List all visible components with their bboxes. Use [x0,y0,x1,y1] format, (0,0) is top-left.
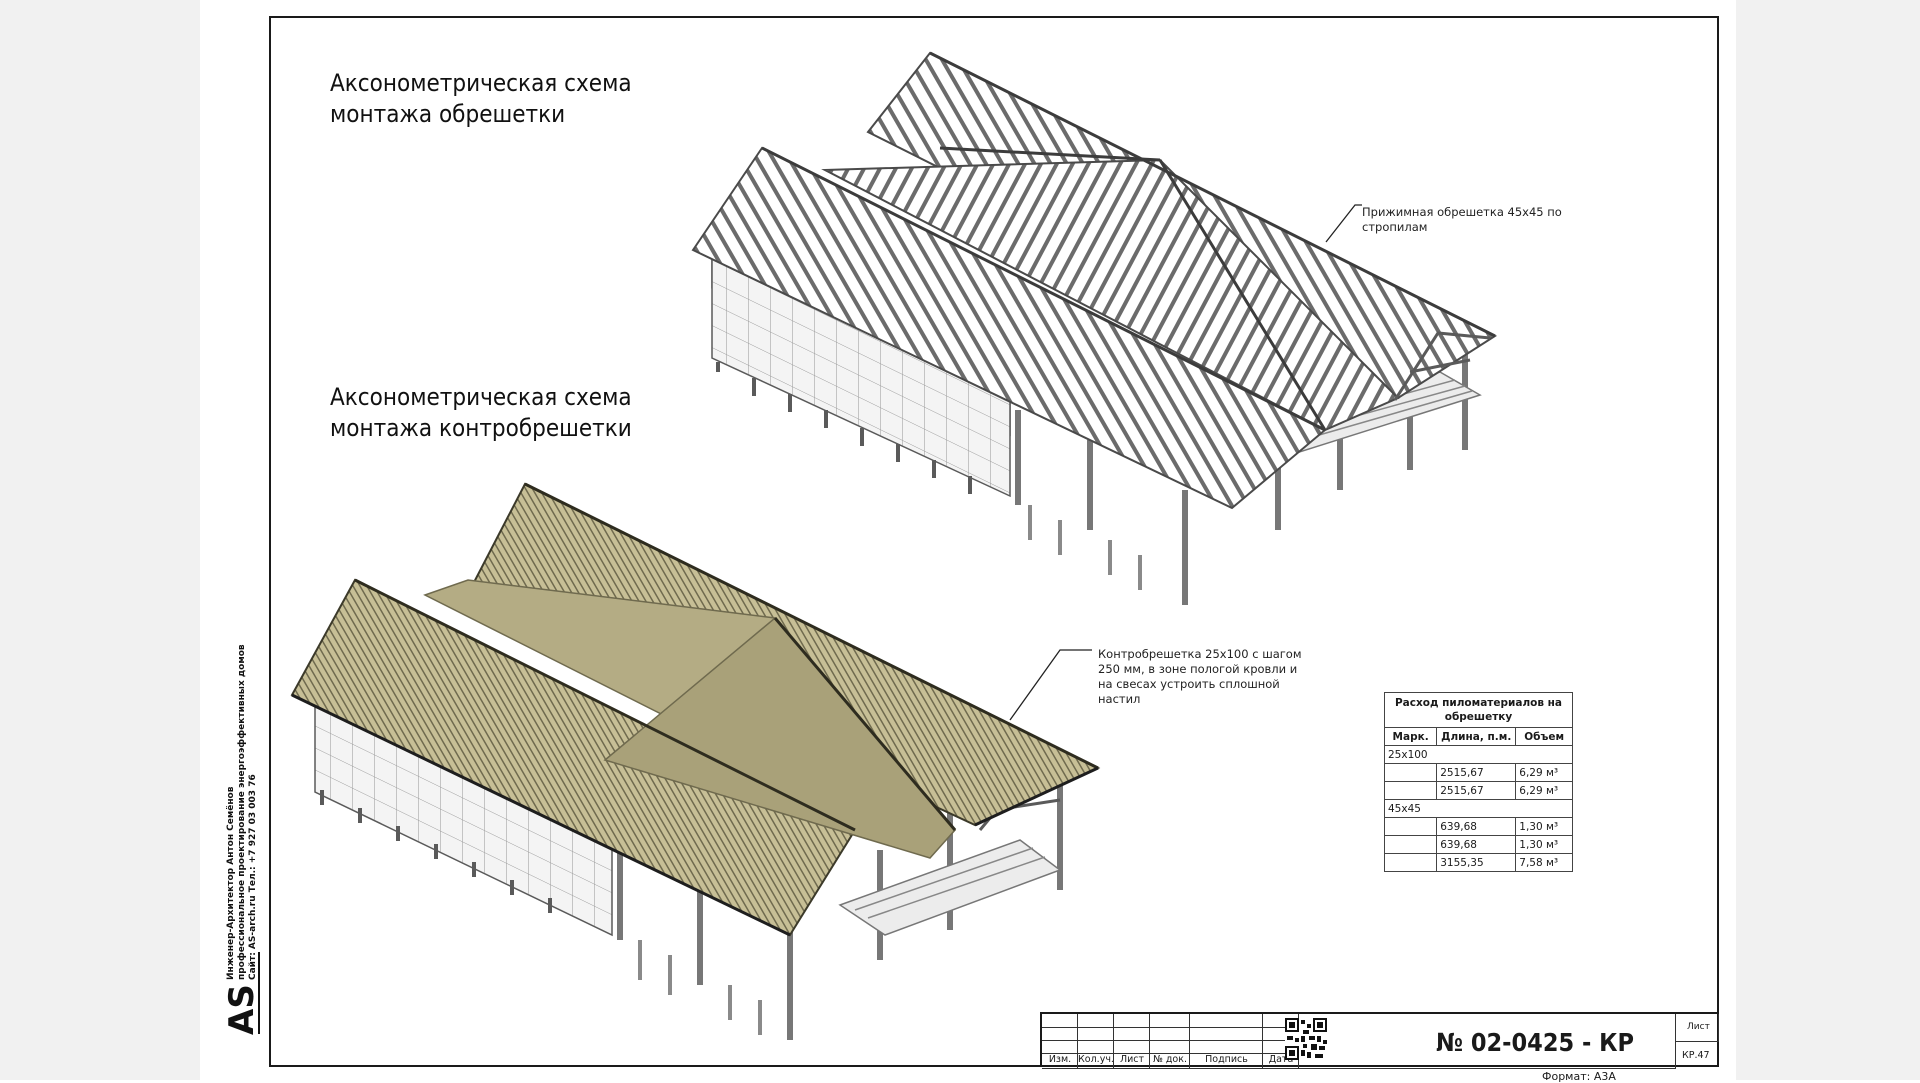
tb-cell [1299,1014,1676,1069]
author-info: Инженер-Архитектор Антон Семёнов професс… [226,644,259,980]
label-doc: № док. [1152,1054,1188,1065]
lathing-leader [1325,204,1362,243]
tb-cell [1042,1014,1078,1069]
header-length: Длина, п.м. [1436,727,1517,746]
counter-note-line4: настил [1098,692,1141,706]
counter-lathing-heading: Аксонометрическая схема монтажа контробр… [330,382,632,444]
lathing-heading-line2: монтажа обрешетки [330,100,566,128]
lathing-note-line2: стропилам [1362,220,1428,234]
qr-code-icon [1285,1018,1327,1060]
table-cell [1383,835,1438,854]
table-cell: 1,30 м³ [1515,817,1573,836]
table-cell: 3155,35 [1436,853,1517,872]
logo-rule [258,952,260,1034]
lathing-note-line1: Прижимная обрешетка 45х45 по [1362,205,1562,219]
table-row: 2515,67 6,29 м³ [1383,763,1573,782]
table-cell: 2515,67 [1436,763,1517,782]
as-logo: AS [222,984,262,1035]
tb-cell [1150,1014,1190,1069]
table-row: 639,68 1,30 м³ [1383,817,1573,836]
materials-table-title: Расход пиломатериалов на обрешетку [1384,692,1573,728]
counter-leader [1009,649,1092,721]
sheet-label: Лист [1687,1022,1710,1032]
lathing-heading: Аксонометрическая схема монтажа обрешетк… [330,68,632,130]
header-volume: Объем [1515,727,1573,746]
counter-note-line2: 250 мм, в зоне пологой кровли и [1098,662,1298,676]
author-line1: Инженер-Архитектор Антон Семёнов [226,786,236,980]
document-code: № 02-0425 - КР [1436,1028,1634,1057]
counter-heading-line2: монтажа контробрешетки [330,414,632,442]
counter-lathing-drawing [290,482,1101,1040]
materials-table: Расход пиломатериалов на обрешетку Марк.… [1383,692,1573,872]
drawing-frame [269,16,1719,1067]
right-margin [1736,0,1920,1080]
group-name: 25х100 [1384,745,1573,764]
tb-cell [1676,1014,1719,1042]
label-koluch: Кол.уч. [1078,1054,1114,1065]
table-cell [1383,817,1438,836]
group-name: 45х45 [1384,799,1573,818]
table-cell: 639,68 [1436,835,1517,854]
label-list: Лист [1119,1054,1145,1065]
label-signature: Подпись [1205,1054,1248,1065]
tb-cell [1190,1014,1263,1069]
author-line2: профессиональное проектирование энергоэф… [237,644,247,980]
table-cell: 2515,67 [1436,781,1517,800]
table-row: 3155,35 7,58 м³ [1383,853,1573,872]
lathing-drawing [691,51,1498,605]
table-cell: 6,29 м³ [1515,781,1573,800]
table-cell [1383,781,1438,800]
tb-cell [1078,1014,1114,1069]
table-cell [1383,763,1438,782]
table-row: 639,68 1,30 м³ [1383,835,1573,854]
label-date: Дата [1268,1054,1294,1065]
counter-lathing-note: Контробрешетка 25х100 с шагом 250 мм, в … [1098,647,1302,707]
table-cell: 6,29 м³ [1515,763,1573,782]
header-mark: Марк. [1383,727,1438,746]
table-cell: 1,30 м³ [1515,835,1573,854]
table-cell: 7,58 м³ [1515,853,1573,872]
table-row: 2515,67 6,29 м³ [1383,781,1573,800]
table-cell: 639,68 [1436,817,1517,836]
counter-heading-line1: Аксонометрическая схема [330,383,632,411]
sheet-number: КР.47 [1682,1050,1710,1061]
tb-cell [1114,1014,1150,1069]
lathing-note: Прижимная обрешетка 45х45 по стропилам [1362,205,1562,235]
sheet-format: Формат: А3А [1542,1070,1616,1083]
label-izm: Изм. [1048,1054,1072,1065]
counter-note-line1: Контробрешетка 25х100 с шагом [1098,647,1302,661]
counter-note-line3: на свесах устроить сплошной [1098,677,1280,691]
left-margin [0,0,200,1080]
table-cell [1383,853,1438,872]
title-block: Изм. Кол.уч. Лист № док. Подпись Дата № … [1040,1012,1719,1069]
author-line3: Сайт: AS-arch.ru Тел.: +7 927 03 003 76 [248,774,258,980]
lathing-heading-line1: Аксонометрическая схема [330,69,632,97]
